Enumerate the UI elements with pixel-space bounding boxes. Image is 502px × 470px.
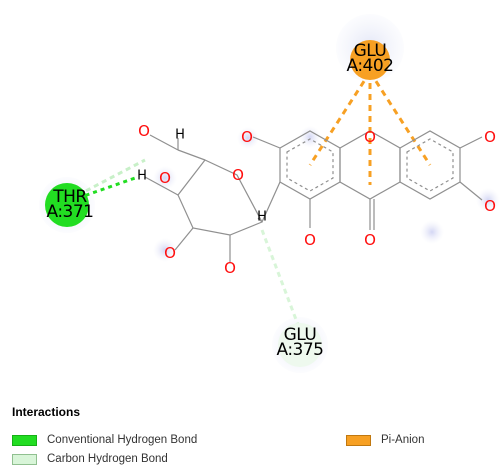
svg-text:H: H: [257, 210, 267, 225]
svg-text:O: O: [159, 169, 171, 187]
interactions-legend: Interactions Conventional Hydrogen Bond …: [0, 400, 502, 470]
svg-text:O: O: [241, 128, 253, 146]
molecule-bonds: [144, 130, 483, 262]
legend-swatch: [12, 453, 37, 465]
residue-thr371: THR A:371: [45, 183, 94, 227]
svg-text:O: O: [224, 259, 236, 277]
svg-text:O: O: [164, 244, 176, 262]
svg-text:H: H: [175, 128, 185, 143]
legend-swatch: [346, 434, 371, 446]
interaction-diagram: O O O O O O O O O O O H H H GLU A:402 TH…: [39, 14, 500, 373]
svg-text:GLU: GLU: [354, 41, 387, 61]
residue-glu375: GLU A:375: [276, 323, 324, 367]
svg-text:O: O: [232, 166, 244, 184]
legend-swatch: [12, 434, 37, 446]
svg-text:O: O: [304, 231, 316, 249]
svg-text:O: O: [364, 128, 376, 146]
svg-text:O: O: [364, 231, 376, 249]
atom-labels: O O O O O O O O O O O H H H: [137, 122, 496, 277]
solvent-halos: [39, 14, 500, 373]
svg-text:A:375: A:375: [276, 340, 323, 360]
interaction-lines: [77, 71, 432, 331]
legend-item-conventional-hydrogen-bond: Conventional Hydrogen Bond: [12, 434, 197, 446]
svg-text:THR: THR: [52, 187, 87, 207]
svg-text:GLU: GLU: [284, 325, 317, 345]
legend-item-carbon-hydrogen-bond: Carbon Hydrogen Bond: [12, 453, 168, 465]
residue-glu402: GLU A:402: [346, 40, 394, 80]
svg-text:O: O: [484, 128, 496, 146]
legend-label: Conventional Hydrogen Bond: [47, 434, 198, 446]
svg-text:H: H: [137, 169, 147, 184]
svg-text:O: O: [484, 197, 496, 215]
legend-title: Interactions: [12, 405, 81, 419]
svg-text:A:402: A:402: [346, 56, 393, 76]
legend-item-pi-anion: Pi-Anion: [346, 434, 424, 446]
legend-label: Pi-Anion: [381, 434, 425, 446]
svg-text:O: O: [138, 122, 150, 140]
svg-text:A:371: A:371: [46, 202, 93, 222]
legend-label: Carbon Hydrogen Bond: [47, 453, 168, 465]
